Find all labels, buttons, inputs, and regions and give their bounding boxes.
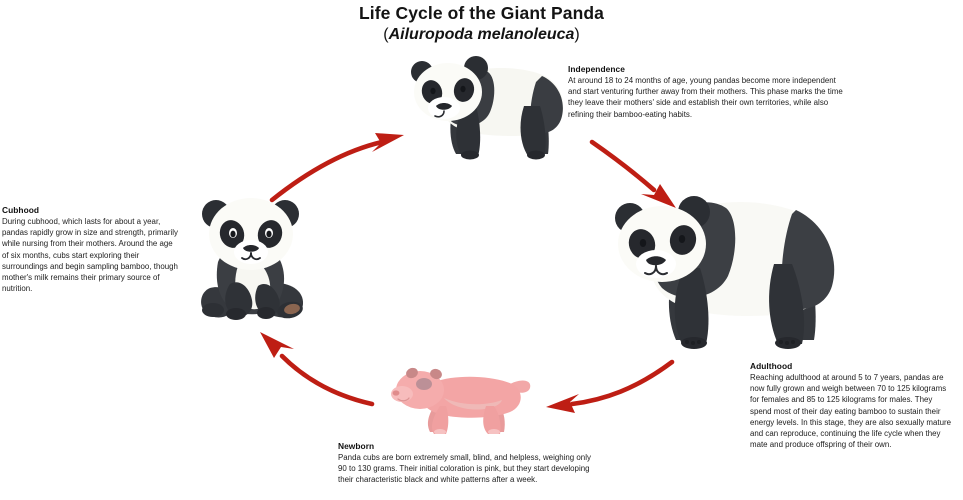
paren-close: ) (574, 26, 580, 43)
stage-body-independence: At around 18 to 24 months of age, young … (568, 76, 843, 119)
arrow-juvenile-to-adult (589, 139, 676, 208)
title-group: Life Cycle of the Giant Panda (Ailuropod… (0, 3, 963, 44)
stage-heading-newborn: Newborn (338, 441, 375, 451)
adult-panda-illustration (588, 178, 850, 350)
paren-open: ( (383, 26, 389, 43)
stage-text-adulthood: Adulthood Reaching adulthood at around 5… (750, 361, 956, 451)
arrow-newborn-to-cub (260, 332, 375, 407)
arrow-adult-to-newborn (546, 359, 675, 413)
stage-text-cubhood: Cubhood During cubhood, which lasts for … (2, 205, 180, 295)
stage-text-newborn: Newborn Panda cubs are born extremely sm… (338, 441, 596, 486)
stage-text-independence: Independence At around 18 to 24 months o… (568, 64, 846, 120)
stage-heading-adulthood: Adulthood (750, 361, 793, 371)
stage-body-cubhood: During cubhood, which lasts for about a … (2, 217, 178, 294)
stage-heading-independence: Independence (568, 64, 625, 74)
juvenile-panda-illustration (392, 48, 572, 160)
cub-panda-illustration (196, 192, 311, 324)
stage-body-adulthood: Reaching adulthood at around 5 to 7 year… (750, 373, 952, 450)
scientific-name: Ailuropoda melanoleuca (388, 26, 575, 43)
scientific-name-line: (Ailuropoda melanoleuca) (0, 26, 963, 44)
newborn-panda-illustration (382, 362, 542, 435)
arrow-cub-to-juvenile (269, 133, 404, 203)
stage-body-newborn: Panda cubs are born extremely small, bli… (338, 453, 591, 485)
page-title: Life Cycle of the Giant Panda (358, 3, 605, 23)
stage-heading-cubhood: Cubhood (2, 205, 40, 215)
